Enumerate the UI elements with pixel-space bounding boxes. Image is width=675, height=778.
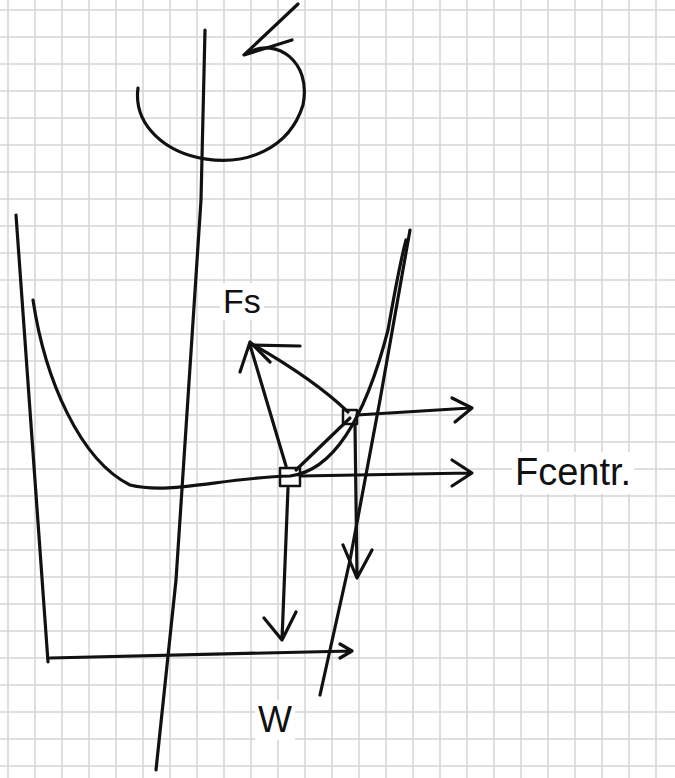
surface-point	[343, 410, 357, 424]
surface-normal-line	[296, 418, 350, 470]
container-bottom	[50, 644, 352, 658]
grid-line	[385, 0, 387, 778]
grid-line	[0, 198, 675, 200]
force-label: Fs	[220, 283, 264, 320]
centrifugal-force-arrow	[300, 460, 472, 486]
grid-line	[0, 495, 675, 497]
grid-line	[7, 0, 9, 778]
grid-line	[0, 630, 675, 632]
grid-line	[520, 0, 522, 778]
grid-line	[466, 0, 468, 778]
grid-line	[88, 0, 90, 778]
grid-line	[0, 522, 675, 524]
grid-line	[0, 63, 675, 65]
container-right-wall	[320, 230, 410, 695]
liquid-surface	[33, 240, 406, 488]
grid-line	[0, 252, 675, 254]
grid-line	[601, 0, 603, 778]
container-left-wall	[16, 215, 48, 662]
grid-line	[0, 576, 675, 578]
grid-line	[0, 117, 675, 119]
grid-line	[304, 0, 306, 778]
grid-line	[0, 306, 675, 308]
grid-line	[0, 9, 675, 11]
grid-line	[0, 144, 675, 146]
grid-line	[547, 0, 549, 778]
grid-line	[0, 90, 675, 92]
force-label: Fcentr.	[512, 452, 634, 494]
grid-line	[61, 0, 63, 778]
grid-line	[493, 0, 495, 778]
grid-line	[0, 387, 675, 389]
grid-line	[331, 0, 333, 778]
grid-line	[0, 414, 675, 416]
grid-line	[439, 0, 441, 778]
grid-line	[0, 225, 675, 227]
grid-line	[412, 0, 414, 778]
grid-line	[250, 0, 252, 778]
rotation-arrow	[138, 48, 305, 161]
grid-line	[358, 0, 360, 778]
grid-line	[0, 738, 675, 740]
grid-line	[223, 0, 225, 778]
grid-line	[0, 279, 675, 281]
grid-line	[574, 0, 576, 778]
grid-line	[0, 711, 675, 713]
resultant-force-arrow	[252, 344, 348, 412]
grid-line	[628, 0, 630, 778]
grid-line	[0, 333, 675, 335]
force-label: W	[255, 700, 295, 740]
centrifugal-force-arrow	[357, 398, 472, 422]
rotation-arrowhead	[244, 4, 298, 55]
grid-line	[277, 0, 279, 778]
grid-line	[115, 0, 117, 778]
grid-line	[169, 0, 171, 778]
grid-line	[0, 441, 675, 443]
weight-arrow	[343, 425, 372, 578]
grid-line	[0, 684, 675, 686]
grid-line	[0, 549, 675, 551]
grid-line	[0, 765, 675, 767]
grid-line	[0, 360, 675, 362]
grid-line	[0, 171, 675, 173]
weight-arrow	[264, 488, 296, 640]
grid-line	[0, 603, 675, 605]
grid-line	[655, 0, 657, 778]
grid-line	[34, 0, 36, 778]
grid-line	[0, 36, 675, 38]
grid-line	[196, 0, 198, 778]
